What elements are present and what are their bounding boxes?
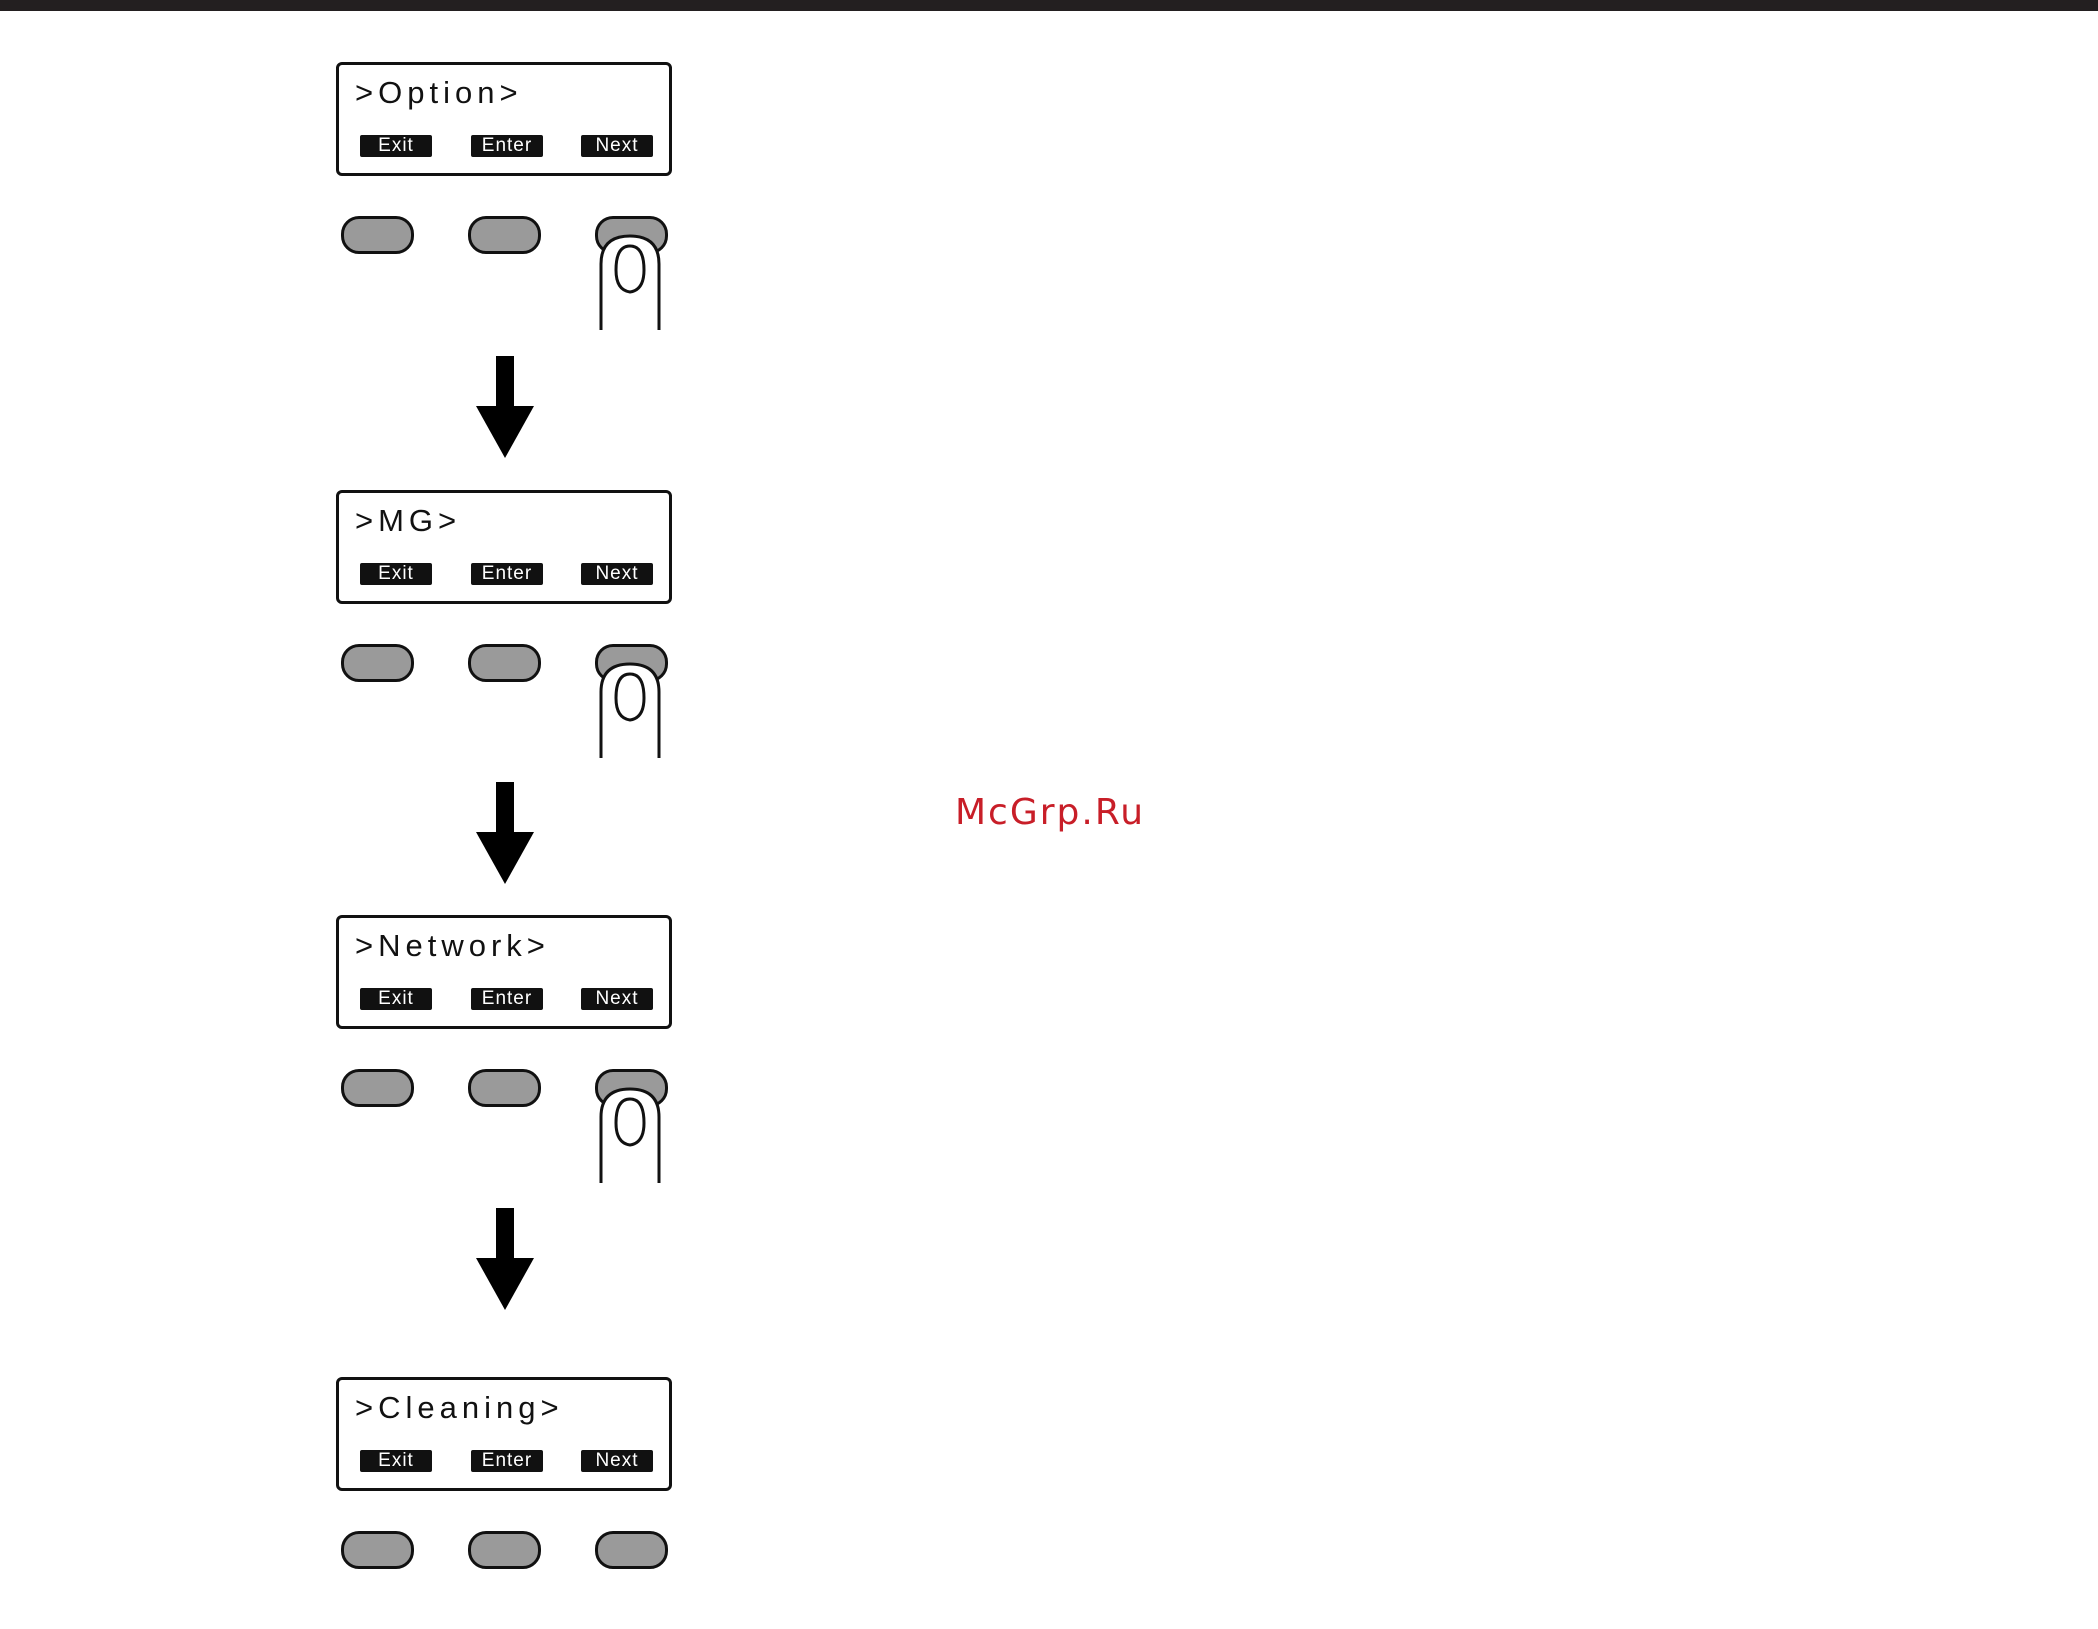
next-softkey-label: Next	[581, 563, 653, 585]
exit-softkey-label: Exit	[360, 1450, 432, 1472]
watermark-text: McGrp.Ru	[955, 792, 1145, 833]
lcd-display: >Cleaning> Exit Enter Next	[336, 1377, 672, 1491]
exit-softkey-label: Exit	[360, 988, 432, 1010]
lcd-display: >Option> Exit Enter Next	[336, 62, 672, 176]
enter-button[interactable]	[468, 216, 541, 254]
exit-button[interactable]	[341, 1531, 414, 1569]
top-bar	[0, 0, 2098, 11]
exit-softkey-label: Exit	[360, 563, 432, 585]
next-softkey-label: Next	[581, 1450, 653, 1472]
next-softkey-label: Next	[581, 135, 653, 157]
enter-softkey-label: Enter	[471, 988, 543, 1010]
finger-press-icon	[598, 1077, 666, 1183]
next-button[interactable]	[595, 1531, 668, 1569]
enter-button[interactable]	[468, 644, 541, 682]
exit-button[interactable]	[341, 644, 414, 682]
lcd-screen-text: >Network>	[355, 928, 550, 964]
enter-softkey-label: Enter	[471, 1450, 543, 1472]
enter-button[interactable]	[468, 1531, 541, 1569]
next-softkey-label: Next	[581, 988, 653, 1010]
exit-button[interactable]	[341, 216, 414, 254]
lcd-screen-text: >Cleaning>	[355, 1390, 564, 1426]
arrow-down-icon	[476, 782, 534, 884]
finger-press-icon	[598, 652, 666, 758]
finger-press-icon	[598, 224, 666, 330]
exit-button[interactable]	[341, 1069, 414, 1107]
lcd-screen-text: >MG>	[355, 503, 461, 539]
lcd-screen-text: >Option>	[355, 75, 523, 111]
arrow-down-icon	[476, 356, 534, 458]
enter-softkey-label: Enter	[471, 563, 543, 585]
lcd-display: >MG> Exit Enter Next	[336, 490, 672, 604]
lcd-display: >Network> Exit Enter Next	[336, 915, 672, 1029]
enter-button[interactable]	[468, 1069, 541, 1107]
enter-softkey-label: Enter	[471, 135, 543, 157]
arrow-down-icon	[476, 1208, 534, 1310]
exit-softkey-label: Exit	[360, 135, 432, 157]
